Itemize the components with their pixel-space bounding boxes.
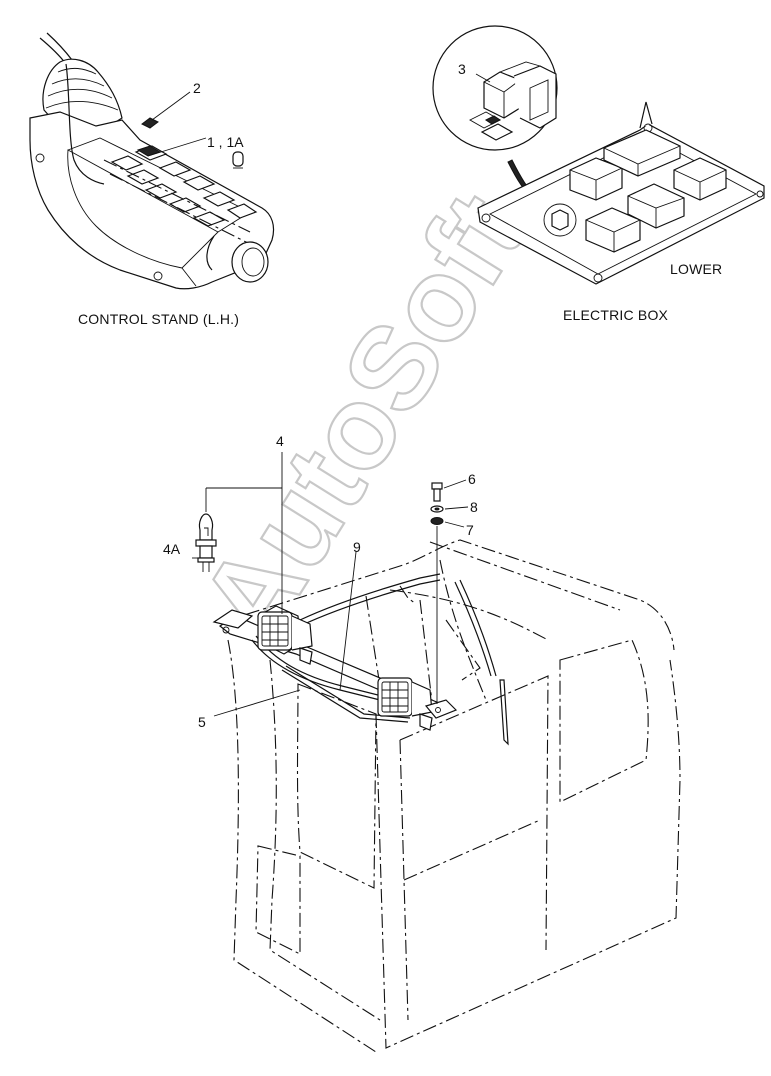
callout-8: 8 <box>470 499 478 515</box>
caption-lower: LOWER <box>670 261 722 277</box>
washer-7 <box>430 517 444 525</box>
callout-4: 4 <box>276 433 284 449</box>
halogen-bulb-4a <box>192 513 217 572</box>
callout-5: 5 <box>198 714 206 730</box>
caption-electric-box: ELECTRIC BOX <box>563 307 669 323</box>
control-stand-drawing <box>29 32 275 290</box>
callout-7: 7 <box>466 522 474 538</box>
bolt-6 <box>431 482 443 502</box>
callout-2: 2 <box>193 80 201 96</box>
callout-1-1a: 1 , 1A <box>207 134 244 150</box>
work-lamp-assembly <box>192 452 469 731</box>
switch-panel <box>110 145 258 227</box>
indicator-bulb <box>232 151 244 169</box>
electric-box-drawing <box>432 25 765 285</box>
callout-6: 6 <box>468 471 476 487</box>
callout-9: 9 <box>353 539 361 555</box>
cab-outline <box>221 539 681 1053</box>
callout-4a: 4A <box>163 541 181 557</box>
caption-control-stand: CONTROL STAND (L.H.) <box>78 311 239 327</box>
callout-3: 3 <box>458 61 466 77</box>
